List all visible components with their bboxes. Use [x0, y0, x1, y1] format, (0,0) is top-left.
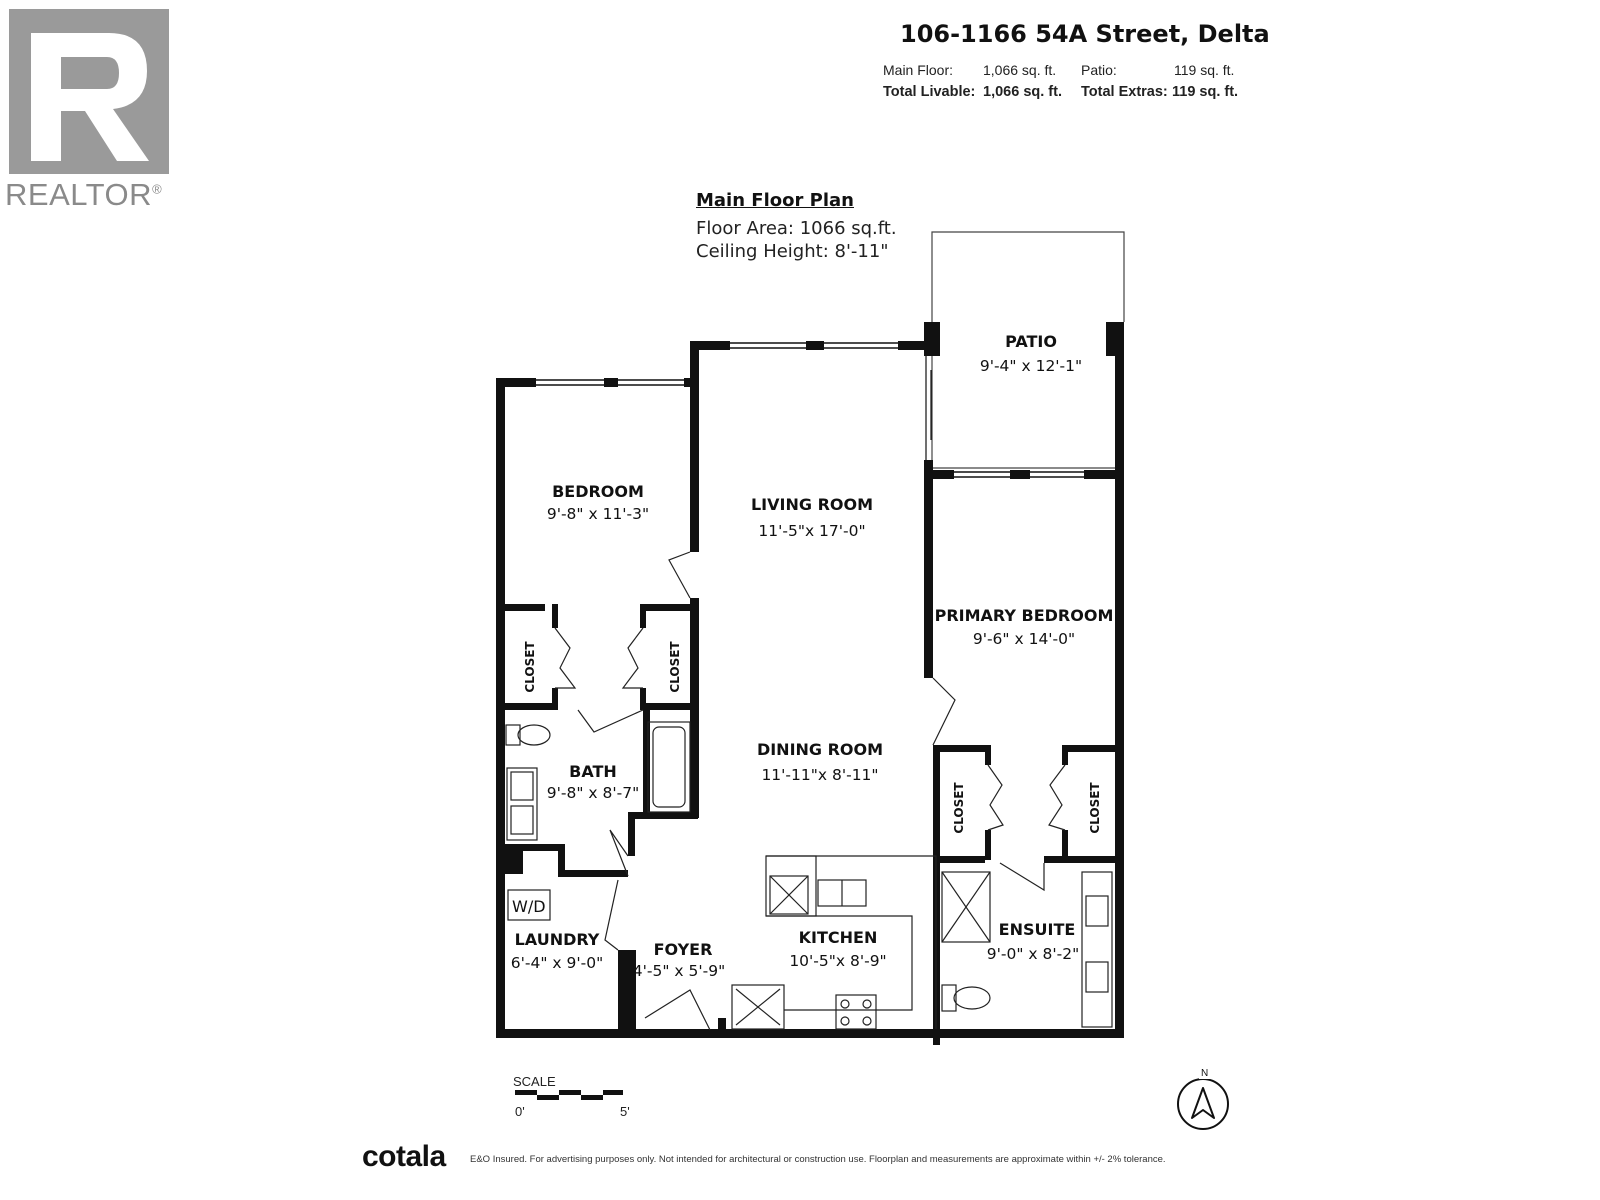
property-address: 106-1166 54A Street, Delta: [900, 20, 1270, 48]
closet-label: CLOSET: [523, 641, 537, 693]
closet-label: CLOSET: [1088, 782, 1102, 834]
compass-north-label: N: [1199, 1068, 1211, 1079]
room-dims-kitchen: 10'-5"x 8'-9": [789, 952, 887, 970]
scale-label: SCALE: [513, 1074, 556, 1089]
room-dims-laundry: 6'-4" x 9'-0": [510, 954, 604, 972]
main-floor-label: Main Floor:: [883, 62, 954, 78]
room-dims-patio: 9'-4" x 12'-1": [979, 357, 1083, 375]
patio-value: 119 sq. ft.: [1174, 62, 1235, 78]
room-dims-ensuite: 9'-0" x 8'-2": [986, 945, 1080, 963]
room-name-foyer: FOYER: [653, 940, 713, 959]
plan-title: Main Floor Plan: [696, 190, 854, 211]
windows: [536, 342, 1084, 478]
walls: [496, 322, 1124, 1045]
realtor-r-glyph: [9, 9, 169, 174]
room-dims-living-room: 11'-5"x 17'-0": [758, 522, 866, 540]
room-dims-bedroom: 9'-8" x 11'-3": [546, 505, 650, 523]
realtor-wordmark: REALTOR®: [5, 177, 163, 212]
main-floor-value: 1,066 sq. ft.: [983, 62, 1057, 78]
disclaimer-text: E&O Insured. For advertising purposes on…: [470, 1154, 1166, 1165]
closet-doors: [554, 627, 1066, 831]
room-dims-primary-bedroom: 9'-6" x 14'-0": [972, 630, 1076, 648]
scale-end: 5': [620, 1104, 630, 1119]
closet-label: CLOSET: [952, 782, 966, 834]
washer-dryer-label: W/D: [512, 897, 546, 916]
room-name-bedroom: BEDROOM: [552, 482, 644, 501]
room-dims-bath: 9'-8" x 8'-7": [546, 784, 640, 802]
realtor-logo-mark: [9, 9, 169, 174]
door-swings: [577, 551, 1045, 1031]
patio-outline: [931, 231, 1125, 469]
room-name-living-room: LIVING ROOM: [750, 495, 874, 514]
total-extras-value: 119 sq. ft.: [1172, 84, 1239, 100]
room-name-dining-room: DINING ROOM: [756, 740, 884, 759]
room-dims-foyer: 4'-5" x 5'-9": [632, 962, 726, 980]
floor-area: Floor Area: 1066 sq.ft.: [696, 218, 897, 239]
north-compass-icon: [1177, 1078, 1229, 1130]
room-name-primary-bedroom: PRIMARY BEDROOM: [934, 606, 1114, 625]
cotala-logo: cotala: [362, 1140, 446, 1173]
patio-sliding-door: [925, 356, 932, 460]
scale-bar: [515, 1090, 623, 1100]
total-livable-value: 1,066 sq. ft.: [983, 84, 1062, 100]
patio-label: Patio:: [1081, 62, 1117, 78]
fixtures: [505, 721, 1113, 1030]
scale-start: 0': [515, 1104, 525, 1119]
room-name-ensuite: ENSUITE: [998, 920, 1076, 939]
room-dims-dining-room: 11'-11"x 8'-11": [761, 766, 879, 784]
room-name-patio: PATIO: [1005, 332, 1057, 351]
registered-mark: ®: [152, 181, 163, 197]
room-name-laundry: LAUNDRY: [514, 930, 600, 949]
closet-label: CLOSET: [668, 641, 682, 693]
room-name-kitchen: KITCHEN: [798, 928, 878, 947]
total-extras-label: Total Extras:: [1081, 84, 1168, 100]
ceiling-height: Ceiling Height: 8'-11": [696, 241, 889, 262]
total-livable-label: Total Livable:: [883, 84, 976, 100]
room-name-bath: BATH: [569, 762, 617, 781]
